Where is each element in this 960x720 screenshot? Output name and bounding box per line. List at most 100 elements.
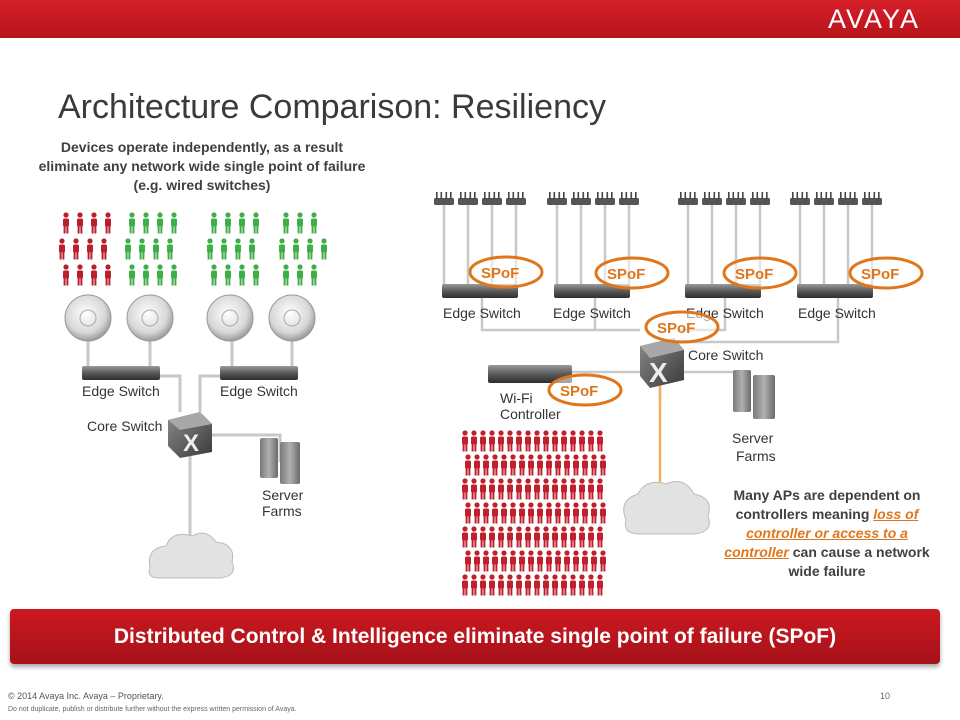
user-icon bbox=[588, 478, 594, 500]
user-icon bbox=[510, 550, 516, 572]
user-icon bbox=[600, 454, 606, 476]
user-icon bbox=[579, 478, 585, 500]
users-crowd-red bbox=[462, 430, 606, 596]
user-icon bbox=[546, 502, 552, 524]
user-icon bbox=[498, 478, 504, 500]
spof-label: SPoF bbox=[861, 266, 899, 283]
user-icon bbox=[507, 478, 513, 500]
edge-switch-label: Edge Switch bbox=[553, 305, 631, 321]
user-icon bbox=[552, 574, 558, 596]
user-icon bbox=[516, 574, 522, 596]
user-icon bbox=[597, 574, 603, 596]
user-icon bbox=[462, 574, 468, 596]
user-icon bbox=[489, 526, 495, 548]
user-icon bbox=[471, 526, 477, 548]
right-controller-diagram: Edge Switch Edge Switch Edge Switch Edge… bbox=[434, 192, 924, 596]
avaya-logo: AVAYA bbox=[827, 4, 920, 34]
user-icon bbox=[525, 574, 531, 596]
user-icon bbox=[483, 550, 489, 572]
user-icon bbox=[573, 502, 579, 524]
user-icon bbox=[501, 550, 507, 572]
user-icon bbox=[561, 478, 567, 500]
user-icon bbox=[498, 430, 504, 452]
user-icon bbox=[537, 454, 543, 476]
top-bar: AVAYA bbox=[0, 0, 960, 38]
wifi-controller-icon bbox=[488, 365, 572, 383]
user-icon bbox=[588, 526, 594, 548]
user-icon bbox=[492, 550, 498, 572]
spof-label: SPoF bbox=[607, 266, 645, 283]
users-group-green-3 bbox=[279, 212, 327, 286]
user-icon bbox=[471, 430, 477, 452]
user-icon bbox=[579, 574, 585, 596]
user-icon bbox=[579, 526, 585, 548]
right-note-link[interactable]: loss of controller or access to a contro… bbox=[724, 506, 919, 560]
user-icon bbox=[591, 550, 597, 572]
user-icon bbox=[552, 526, 558, 548]
user-icon bbox=[507, 430, 513, 452]
server-farms-label-2: Farms bbox=[736, 448, 776, 464]
user-icon bbox=[546, 550, 552, 572]
user-icon bbox=[525, 430, 531, 452]
user-icon bbox=[516, 478, 522, 500]
user-icon bbox=[600, 550, 606, 572]
user-icon bbox=[489, 574, 495, 596]
user-icon bbox=[579, 430, 585, 452]
user-icon bbox=[570, 478, 576, 500]
core-switch-icon: X bbox=[640, 338, 684, 388]
user-icon bbox=[537, 502, 543, 524]
user-icon bbox=[564, 550, 570, 572]
user-icon bbox=[507, 574, 513, 596]
edge-switch-label: Edge Switch bbox=[798, 305, 876, 321]
user-icon bbox=[465, 550, 471, 572]
summary-banner: Distributed Control & Intelligence elimi… bbox=[10, 609, 940, 664]
user-icon bbox=[501, 502, 507, 524]
users-group-green-2 bbox=[207, 212, 259, 286]
edge-switch-label: Edge Switch bbox=[82, 383, 160, 399]
user-icon bbox=[462, 478, 468, 500]
right-note-text: Many APs are dependent on controllers me… bbox=[733, 487, 921, 522]
copyright-text: © 2014 Avaya Inc. Avaya – Proprietary. bbox=[8, 691, 164, 701]
user-icon bbox=[498, 526, 504, 548]
user-icon bbox=[492, 502, 498, 524]
spof-marker: SPoF bbox=[848, 256, 924, 290]
spof-marker: SPoF bbox=[468, 255, 544, 289]
user-icon bbox=[591, 454, 597, 476]
spof-marker: SPoF bbox=[722, 256, 798, 290]
user-icon bbox=[471, 574, 477, 596]
edge-switch-icon bbox=[220, 366, 298, 380]
internet-cloud-icon bbox=[148, 532, 234, 579]
user-icon bbox=[570, 526, 576, 548]
user-icon bbox=[597, 430, 603, 452]
legal-text: Do not duplicate, publish or distribute … bbox=[8, 706, 297, 713]
user-icon bbox=[534, 430, 540, 452]
user-icon bbox=[465, 454, 471, 476]
user-icon bbox=[588, 430, 594, 452]
user-icon bbox=[528, 454, 534, 476]
edge-switch-label: Edge Switch bbox=[220, 383, 298, 399]
svg-text:X: X bbox=[183, 430, 199, 457]
user-icon bbox=[546, 454, 552, 476]
core-switch-icon: X bbox=[168, 412, 212, 458]
access-point-icon bbox=[268, 294, 316, 342]
user-icon bbox=[543, 574, 549, 596]
user-icon bbox=[588, 574, 594, 596]
left-distributed-diagram: Edge Switch Edge Switch X Core Switch Se… bbox=[59, 212, 327, 579]
server-icon bbox=[260, 438, 300, 484]
user-icon bbox=[510, 454, 516, 476]
wifi-controller-label-1: Wi-Fi bbox=[500, 390, 533, 406]
user-icon bbox=[480, 526, 486, 548]
users-group-red bbox=[59, 212, 111, 286]
internet-cloud-icon bbox=[623, 481, 710, 535]
access-point-icon bbox=[206, 294, 254, 342]
right-note: Many APs are dependent on controllers me… bbox=[712, 486, 942, 581]
user-icon bbox=[573, 550, 579, 572]
user-icon bbox=[483, 502, 489, 524]
page-title: Architecture Comparison: Resiliency bbox=[58, 88, 606, 126]
user-icon bbox=[483, 454, 489, 476]
user-icon bbox=[474, 550, 480, 572]
user-icon bbox=[582, 454, 588, 476]
user-icon bbox=[561, 574, 567, 596]
user-icon bbox=[480, 478, 486, 500]
